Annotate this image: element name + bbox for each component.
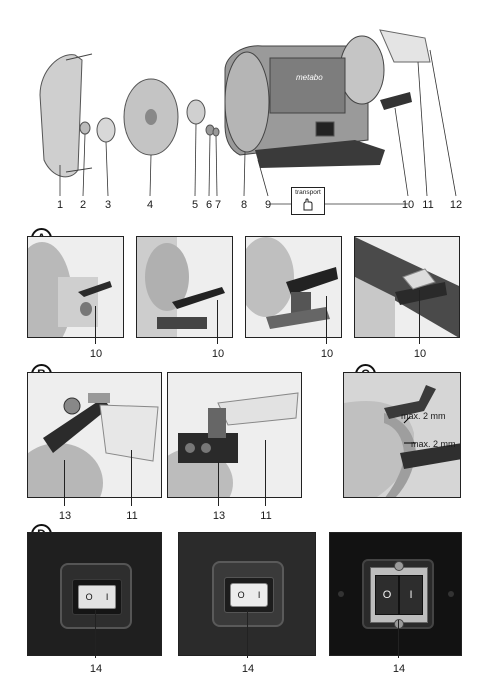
section-d-callout-3: 14 [392, 663, 406, 675]
section-a-callout-4: 10 [413, 348, 427, 360]
section-b-callout-11-b: 11 [260, 510, 272, 522]
section-b-panel-2 [167, 372, 302, 498]
transport-symbol: transport [291, 187, 325, 215]
part-number-5: 5 [191, 199, 199, 211]
motor-brand-mark: metabo [296, 73, 323, 82]
section-a-callout-1: 10 [89, 348, 103, 360]
part-number-9: 9 [264, 199, 272, 211]
section-b-callout-13-a: 13 [58, 510, 72, 522]
exploded-view-illustration: metabo [39, 29, 457, 205]
section-a-panel-1 [27, 236, 124, 338]
part-number-7: 7 [214, 199, 222, 211]
transport-label: transport [295, 189, 321, 196]
section-a-panel-3 [245, 236, 342, 338]
power-switch-2[interactable]: O I [230, 583, 268, 607]
part-number-10: 10 [401, 199, 415, 211]
switch-off-label: O [85, 592, 93, 602]
section-d-callout-1: 14 [89, 663, 103, 675]
power-switch-3-on-button[interactable]: I [399, 575, 423, 615]
part-number-1: 1 [56, 199, 64, 211]
part-number-12: 12 [449, 199, 463, 211]
switch-off-label: O [237, 590, 245, 600]
part-number-3: 3 [104, 199, 112, 211]
hand-icon [302, 198, 314, 211]
part-number-11: 11 [422, 199, 434, 211]
section-c-panel: max. 2 mm max. 2 mm [343, 372, 461, 498]
switch-on-label: I [257, 590, 261, 600]
switch-off-label: O [382, 589, 392, 601]
measure-max-gap-top: max. 2 mm [401, 411, 446, 421]
section-d-callout-2: 14 [241, 663, 255, 675]
switch-on-label: I [105, 592, 109, 602]
part-number-8: 8 [240, 199, 248, 211]
part-number-6: 6 [205, 199, 213, 211]
power-switch-1[interactable]: O I [78, 585, 116, 609]
section-a-panel-2 [136, 236, 233, 338]
section-b-callout-13-b: 13 [212, 510, 226, 522]
section-d-panel-1: O I [27, 532, 162, 656]
power-switch-3-off-button[interactable]: O [375, 575, 399, 615]
exploded-view: metabo 1 2 3 4 5 6 7 8 9 10 11 12 transp… [0, 0, 486, 215]
switch-on-label: I [409, 589, 413, 601]
section-a-callout-2: 10 [211, 348, 225, 360]
section-b-callout-11-a: 11 [126, 510, 138, 522]
measure-max-gap-rest: max. 2 mm [411, 439, 456, 449]
section-b-panel-1 [27, 372, 162, 498]
part-number-2: 2 [79, 199, 87, 211]
section-a-callout-3: 10 [320, 348, 334, 360]
section-d-panel-3: O I [329, 532, 462, 656]
section-a-panel-4 [354, 236, 460, 338]
part-number-4: 4 [146, 199, 154, 211]
